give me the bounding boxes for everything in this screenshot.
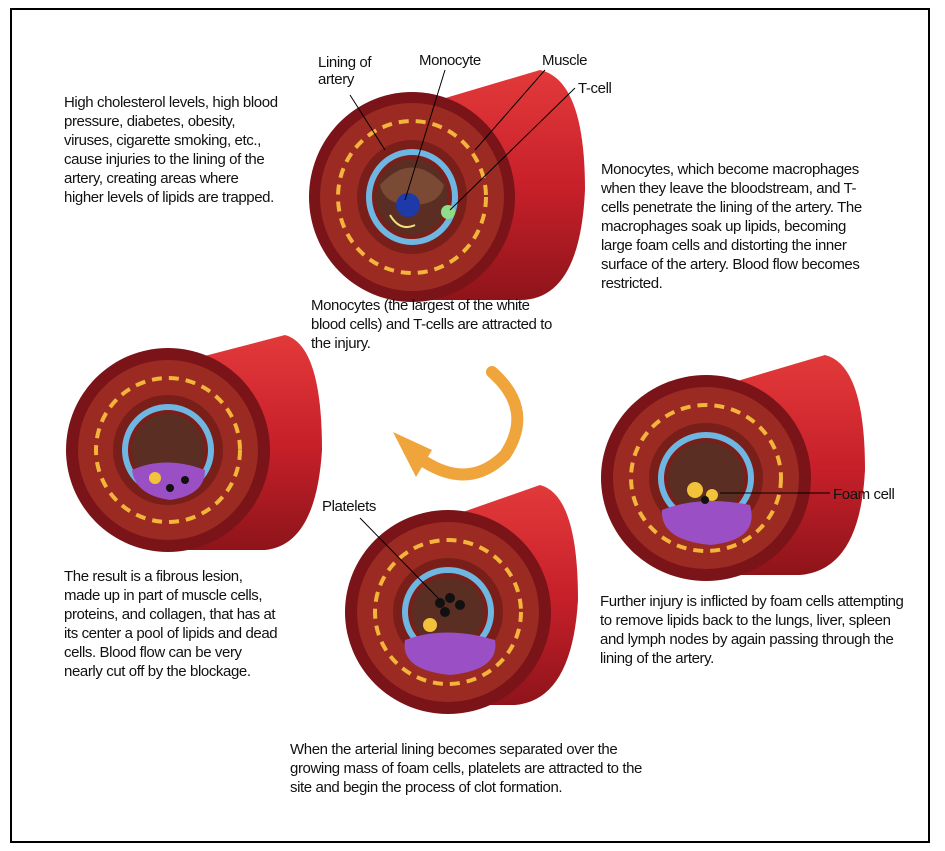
artery-stage-3 [345,485,578,714]
caption-injury: High cholesterol levels, high blood pres… [64,93,279,207]
label-monocyte: Monocyte [419,52,481,69]
caption-lesion: The result is a fibrous lesion, made up … [64,567,279,681]
caption-attraction: Monocytes (the largest of the white bloo… [311,296,561,353]
artery-stage-4 [66,335,322,552]
caption-macrophages: Monocytes, which become macrophages when… [601,160,881,293]
monocyte-cell [396,193,420,217]
artery-stage-2 [601,355,865,581]
label-t-cell: T-cell [578,80,611,97]
label-lining-of-artery: Lining of artery [318,54,393,88]
cycle-arrow [393,372,517,477]
label-platelets: Platelets [322,498,376,515]
foam-cell [687,482,703,498]
artery-stage-1 [309,70,585,302]
caption-clot: When the arterial lining becomes separat… [290,740,655,797]
caption-further-injury: Further injury is inflicted by foam cell… [600,592,918,668]
label-foam-cell: Foam cell [833,486,894,503]
label-muscle: Muscle [542,52,587,69]
